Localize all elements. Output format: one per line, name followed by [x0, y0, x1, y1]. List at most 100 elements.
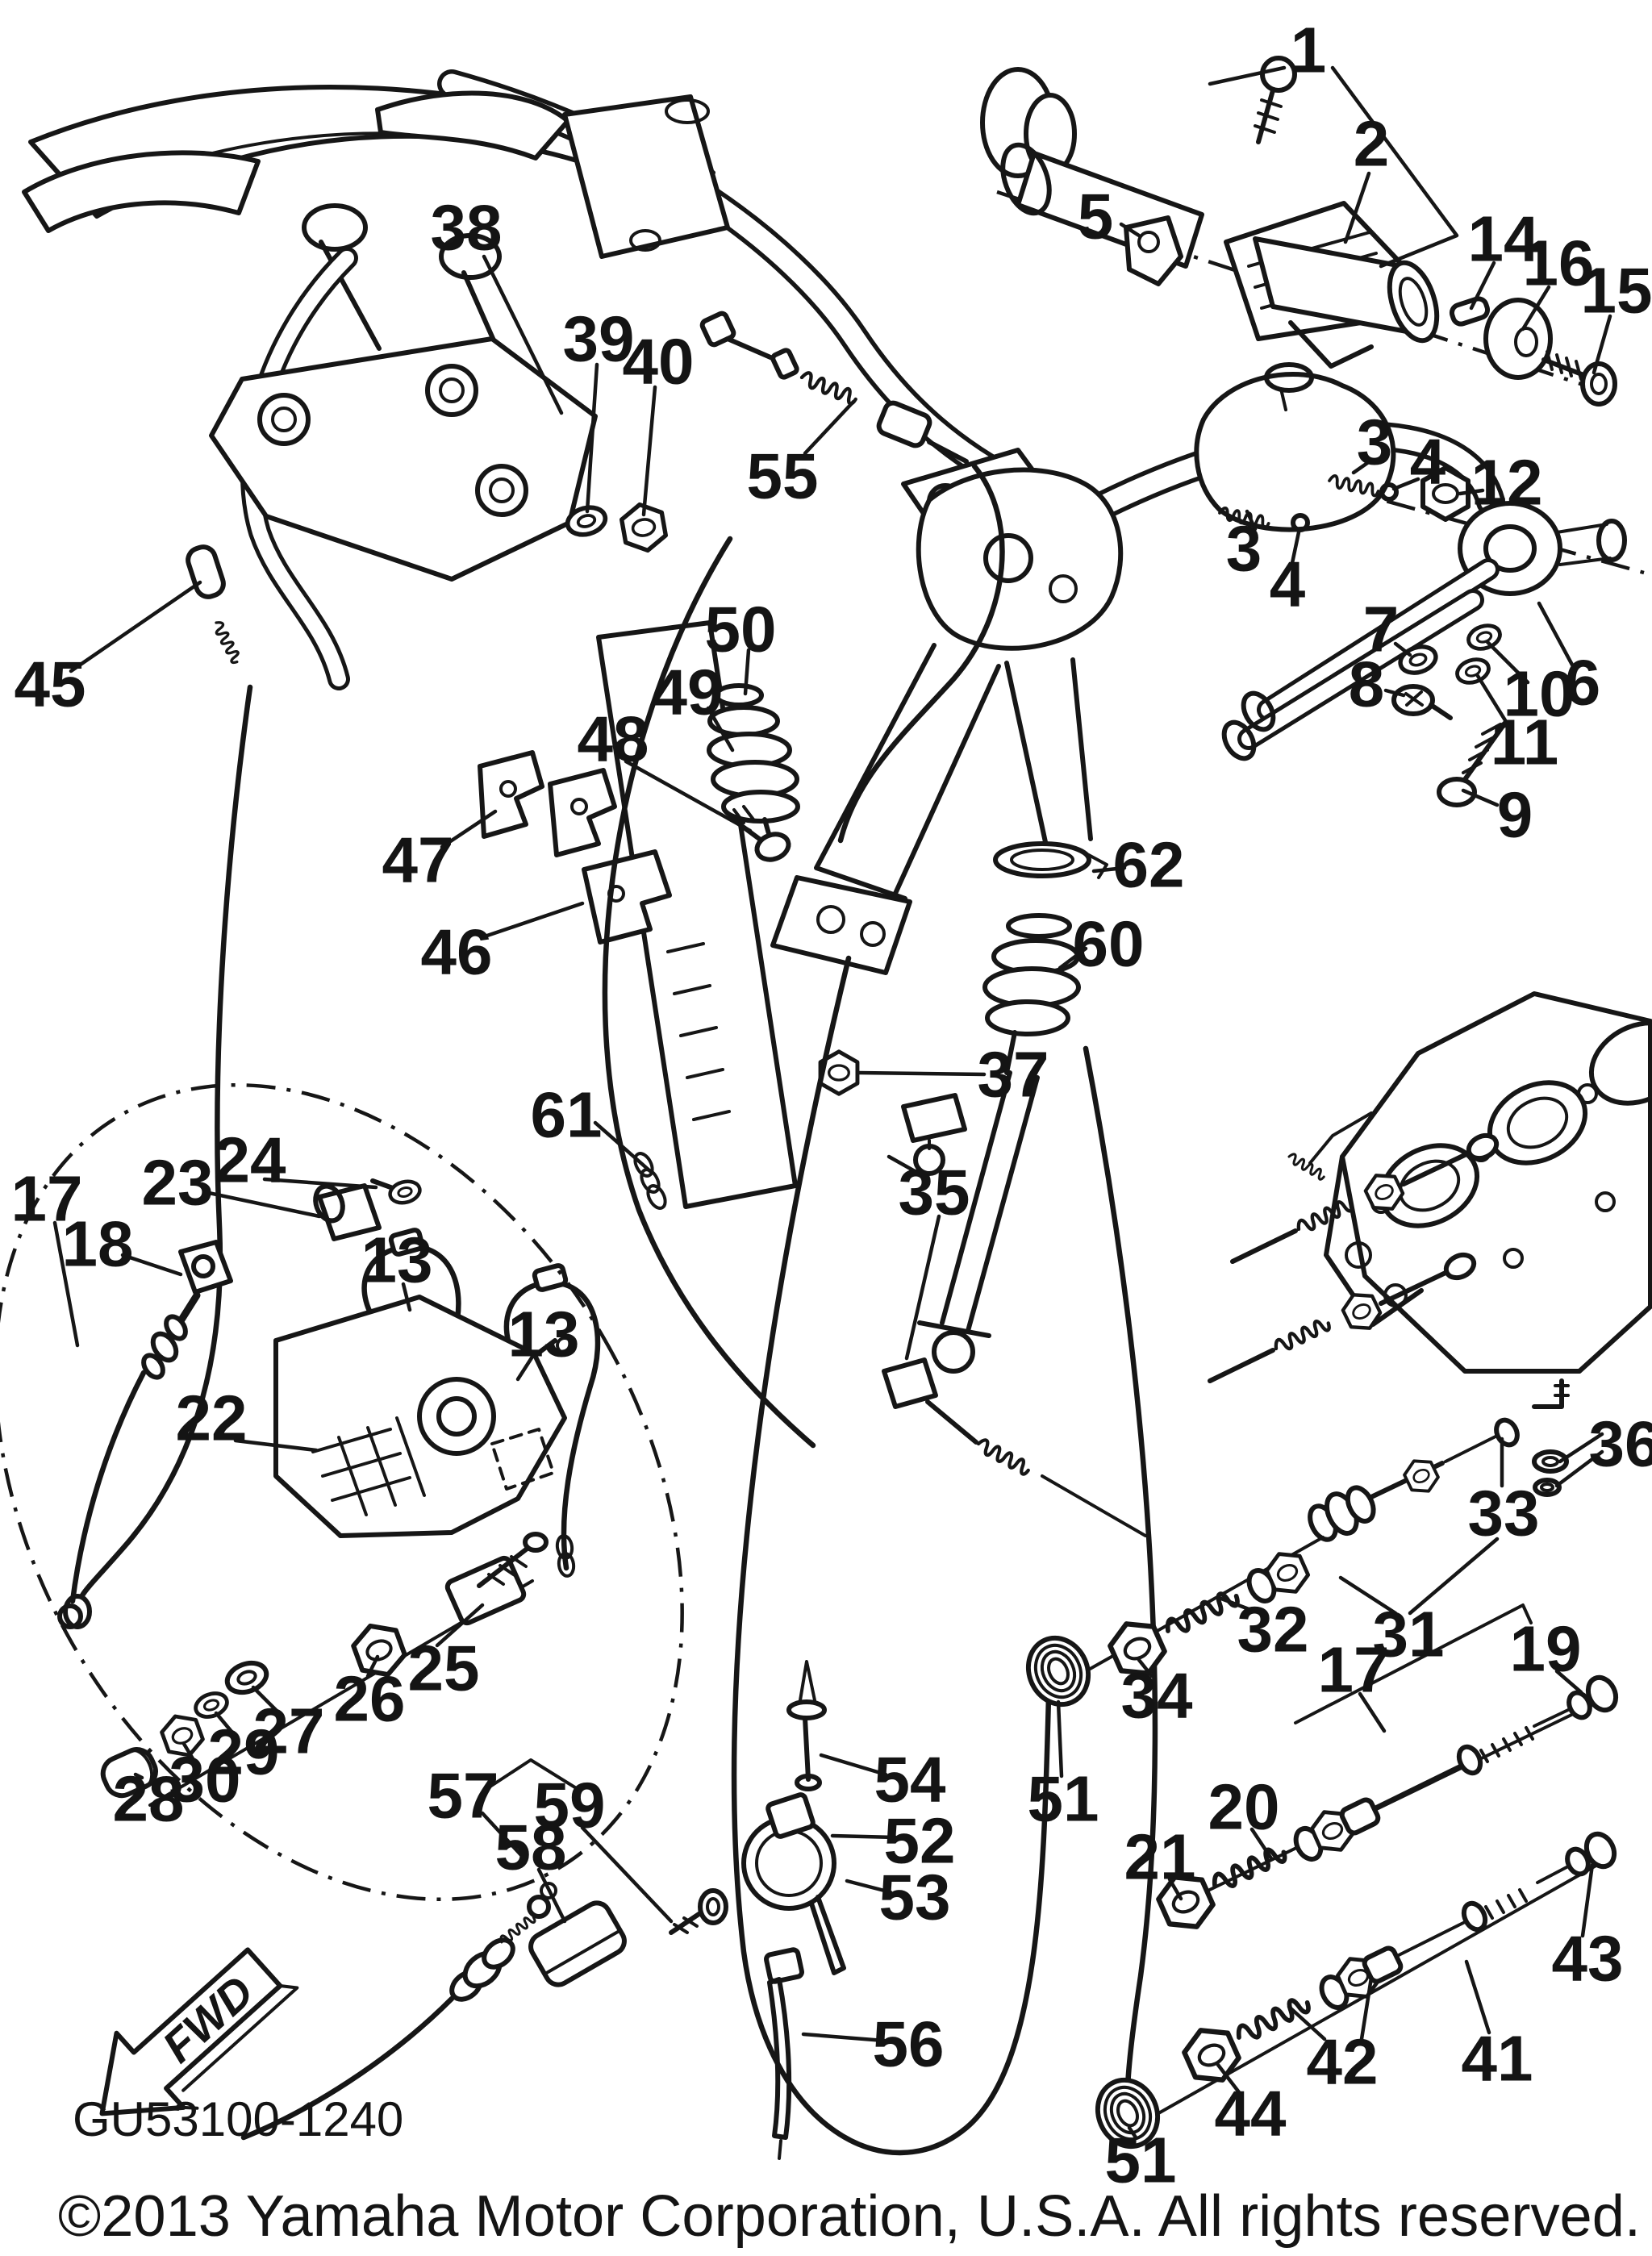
callout-62-label: 62	[1113, 829, 1185, 901]
callout-47-label: 47	[382, 824, 454, 896]
boot-ring-62	[993, 841, 1091, 878]
callout-22-label: 22	[176, 1382, 248, 1454]
callout-4-label: 4	[1270, 548, 1306, 620]
callout-3-label: 3	[1226, 513, 1262, 585]
leader-line-46	[480, 901, 585, 940]
callout-57-label: 57	[428, 1760, 499, 1832]
callout-15-label: 15	[1581, 255, 1652, 327]
leader-line-36	[1554, 1449, 1604, 1488]
leader-line-33	[1408, 1537, 1500, 1616]
leader-line-9	[1461, 788, 1500, 807]
handlebar-assembly	[375, 69, 1505, 651]
leader-line-58	[536, 1867, 567, 1924]
callout-34-label: 34	[1121, 1660, 1193, 1732]
cable-clamp-parts	[240, 1660, 846, 2160]
leader-line-54	[819, 1753, 888, 1777]
callout-36-label: 36	[1589, 1408, 1652, 1480]
leader-line-38	[482, 254, 564, 415]
callout-38-label: 38	[431, 192, 503, 264]
leader-line-42	[1287, 2004, 1327, 2041]
leader-line-2	[1343, 171, 1371, 244]
leader-line-35	[904, 1214, 941, 1361]
callout-41-label: 41	[1462, 2023, 1533, 2095]
callout-49-label: 49	[652, 657, 724, 728]
leader-line-35	[886, 1154, 917, 1174]
leader-line-40	[641, 385, 657, 517]
steering-column	[707, 643, 1147, 1537]
callout-27-label: 27	[253, 1695, 325, 1767]
callout-4-label: 4	[1410, 426, 1446, 498]
leader-line-55	[803, 399, 856, 456]
leader-line-4	[1391, 477, 1420, 491]
leader-line-48	[624, 759, 753, 833]
leader-line-25	[435, 1603, 485, 1648]
leader-line-19	[1554, 1669, 1583, 1695]
leader-line-26	[365, 1654, 380, 1678]
leader-line-10	[1485, 640, 1530, 685]
callout-5-label: 5	[1078, 181, 1114, 252]
leader-line-4	[1290, 530, 1301, 565]
cable-holders	[478, 750, 791, 945]
leader-line-5	[1119, 222, 1141, 238]
leader-line-20	[1249, 1827, 1274, 1861]
mount-fasteners	[0, 1082, 684, 1902]
callout-46-label: 46	[421, 916, 493, 988]
leader-line-52	[830, 1833, 898, 1840]
leader-line-13	[401, 1282, 412, 1312]
leader-line-34	[1137, 1658, 1154, 1678]
pin-14	[1449, 296, 1491, 327]
callout-37-label: 37	[978, 1039, 1049, 1111]
leader-line-62	[1091, 865, 1127, 874]
callout-23-label: 23	[142, 1147, 214, 1219]
callout-10-label: 10	[1504, 658, 1575, 730]
leader-line-15	[1592, 314, 1612, 375]
leader-line-1	[1330, 65, 1459, 269]
leader-line-8	[1383, 688, 1406, 698]
leader-line-59	[580, 1825, 674, 1924]
cap-58	[528, 1900, 627, 1987]
callout-54-label: 54	[874, 1744, 946, 1816]
callout-51-label: 51	[1028, 1763, 1099, 1835]
callout-42-label: 42	[1307, 2026, 1379, 2098]
leader-line-47	[440, 809, 498, 849]
callout-20-label: 20	[1208, 1771, 1280, 1843]
leader-line-3	[1351, 459, 1372, 475]
callout-33-label: 33	[1468, 1478, 1540, 1549]
leader-line-44	[1216, 2062, 1241, 2095]
callout-17-label: 17	[1318, 1634, 1390, 1706]
holder-46	[582, 849, 672, 945]
callout-32-label: 32	[1237, 1594, 1309, 1666]
leader-line-49	[706, 706, 735, 753]
leader-line-21	[1167, 1877, 1183, 1901]
leader-line-18	[120, 1253, 183, 1277]
callout-9-label: 9	[1497, 779, 1533, 851]
leader-line-56	[801, 2032, 886, 2043]
drawing-code: GU53100-1240	[73, 2092, 403, 2146]
carburetor-assembly	[1208, 991, 1652, 1542]
callout-40-label: 40	[623, 326, 695, 398]
leader-line-41	[1464, 1959, 1491, 2035]
cable-end-45	[186, 544, 244, 665]
callout-60-label: 60	[1073, 908, 1145, 980]
throttle-grip-exploded	[980, 56, 1617, 407]
callout-16-label: 16	[1523, 227, 1595, 299]
cable-adjuster-rows	[1018, 1536, 1619, 2156]
callout-28-label: 28	[113, 1763, 185, 1835]
callout-48-label: 48	[578, 703, 649, 775]
leader-line-24	[262, 1177, 378, 1190]
callout-21-label: 21	[1124, 1821, 1196, 1893]
callout-26-label: 26	[334, 1663, 406, 1735]
callout-30-label: 30	[169, 1744, 241, 1816]
leader-line-3	[1245, 509, 1258, 532]
callout-leader-lines	[52, 65, 1612, 2140]
callout-56-label: 56	[873, 2008, 945, 2080]
leader-line-22	[233, 1438, 319, 1453]
callout-51-label: 51	[1105, 2125, 1177, 2196]
leader-line-11	[1475, 673, 1514, 733]
leader-line-1	[1208, 65, 1287, 86]
leader-line-16	[1521, 285, 1551, 332]
leader-line-30	[181, 1741, 196, 1762]
callout-50-label: 50	[705, 594, 777, 665]
leader-line-50	[743, 648, 751, 696]
